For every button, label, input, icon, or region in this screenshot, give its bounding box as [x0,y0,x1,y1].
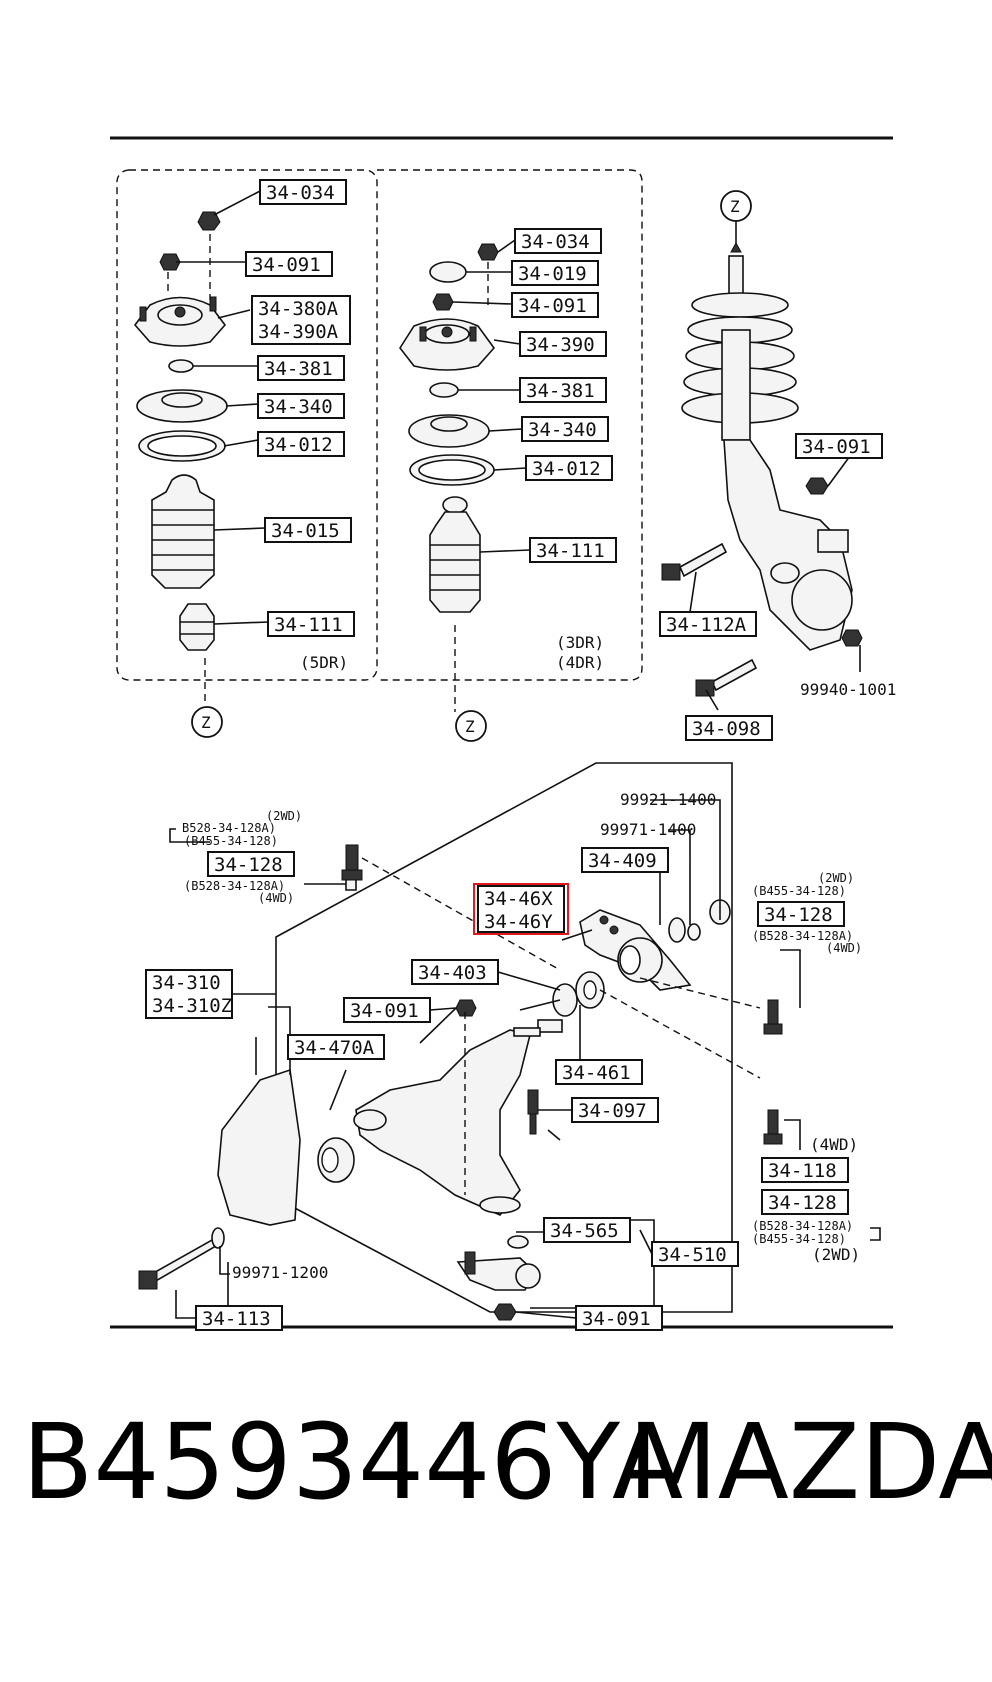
label-2wd-a: (2WD) [266,809,302,823]
label-rw-4wd: (4WD) [826,941,862,955]
label-rw-4wd2: (4WD) [810,1135,858,1154]
label-lower-34-091b: 34-091 [582,1308,651,1330]
labels-5dr: 34-034 34-091 34-380A 34-390A 34-381 34-… [245,179,355,672]
z-marker-left-text: Z [201,713,211,732]
parts-diagram: 34-034 34-091 34-380A 34-390A 34-381 34-… [110,136,896,1331]
brand-name: MAZDA [628,1401,992,1523]
labels-lower: (2WD) B528-34-128A) (B455-34-128) 34-128… [145,790,881,1331]
label-4wd-b: (4WD) [258,891,294,905]
label-rw-b528b: (B528-34-128A) [752,1219,853,1233]
label-34-310z: 34-310Z [152,995,232,1017]
label-lower-34-091: 34-091 [350,1000,419,1022]
label-3dr-34-381: 34-381 [526,380,595,402]
label-5dr-34-034: 34-034 [266,182,335,204]
label-b455-a: (B455-34-128) [184,834,278,848]
label-b528-b: (B528-34-128A) [184,879,285,893]
highlight-box [473,883,569,935]
label-lower-34-510: 34-510 [658,1244,727,1266]
label-lower-34-565: 34-565 [550,1220,619,1242]
group-3dr-frame [377,169,643,681]
label-34-46y: 34-46Y [484,911,553,933]
lower-arm-parts [138,844,783,1321]
label-5dr-34-012: 34-012 [264,434,333,456]
label-b528-a: B528-34-128A) [182,821,276,835]
z-marker-left [191,706,223,738]
label-5dr-34-380a: 34-380A [258,298,339,320]
label-lower-34-097: 34-097 [578,1100,647,1122]
labels-3dr: 34-034 34-019 34-091 34-390 34-381 34-34… [511,228,617,672]
label-34-470a: 34-470A [294,1037,375,1059]
label-rw-34-128: 34-128 [764,904,833,926]
label-3dr-34-111: 34-111 [536,540,605,562]
group-5dr-frame [116,169,378,681]
label-lower-34-403: 34-403 [418,962,487,984]
label-5dr-34-390a: 34-390A [258,321,339,343]
label-rw-2wd2: (2WD) [812,1245,860,1264]
z-marker-top-text: Z [730,197,740,216]
label-5dr-34-111: 34-111 [274,614,343,636]
label-5dr-34-381: 34-381 [264,358,333,380]
part-number: B4593446YA [22,1401,684,1523]
label-3dr-34-012: 34-012 [532,458,601,480]
label-lower-34-409: 34-409 [588,850,657,872]
label-rw-34-118: 34-118 [768,1160,837,1182]
z-marker-mid [455,710,487,742]
label-99921-1400: 99921-1400 [620,790,716,809]
label-rw-2wd: (2WD) [818,871,854,885]
label-3dr-34-019: 34-019 [518,263,587,285]
label-rw-34-128b: 34-128 [768,1192,837,1214]
strut-3dr-parts [399,243,499,613]
label-right-99940-1001: 99940-1001 [800,680,896,699]
label-right-34-112a: 34-112A [666,614,747,636]
label-3dr-34-091: 34-091 [518,295,587,317]
label-34-310: 34-310 [152,972,221,994]
label-lower-34-461: 34-461 [562,1062,631,1084]
label-right-34-098: 34-098 [692,718,761,740]
label-lower-34-128: 34-128 [214,854,283,876]
strut-5dr-parts [133,211,228,651]
z-marker-mid-text: Z [465,717,475,736]
note-4dr: (4DR) [556,653,604,672]
label-3dr-34-034: 34-034 [521,231,590,253]
label-3dr-34-390: 34-390 [526,334,595,356]
labels-right-strut: 34-091 34-112A 99940-1001 34-098 [659,433,896,741]
label-lower-34-113: 34-113 [202,1308,271,1330]
note-3dr: (3DR) [556,633,604,652]
label-5dr-34-015: 34-015 [271,520,340,542]
label-5dr-34-340: 34-340 [264,396,333,418]
label-rw-b455: (B455-34-128) [752,884,846,898]
label-3dr-34-340: 34-340 [528,419,597,441]
label-34-46x: 34-46X [484,888,553,910]
label-right-34-091: 34-091 [802,436,871,458]
note-5dr: (5DR) [300,653,348,672]
label-rw-b528: (B528-34-128A) [752,929,853,943]
strut-assembly-right [661,221,863,697]
label-5dr-34-091: 34-091 [252,254,321,276]
label-99971-1400: 99971-1400 [600,820,696,839]
label-99971-1200: 99971-1200 [232,1263,328,1282]
label-rw-b455b: (B455-34-128) [752,1232,846,1246]
